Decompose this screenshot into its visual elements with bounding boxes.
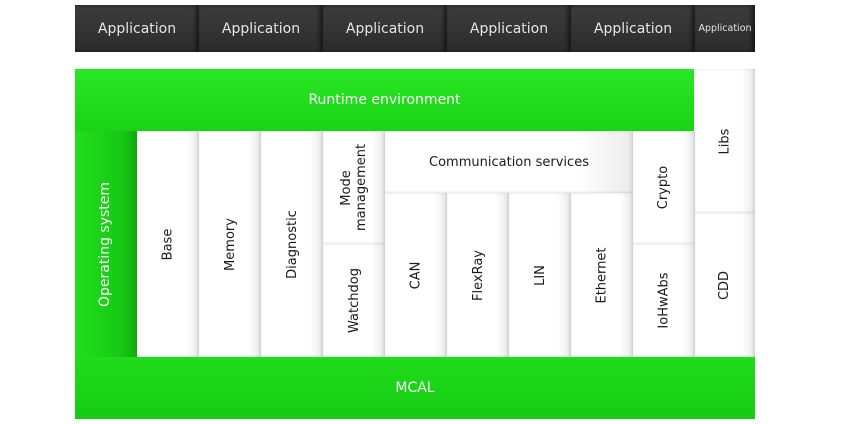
application-block-2: Application xyxy=(199,5,323,52)
base-module: Base xyxy=(137,131,199,357)
base-label: Base xyxy=(160,228,176,260)
mcal-label: MCAL xyxy=(395,380,435,396)
application-block-3: Application xyxy=(323,5,447,52)
application-block-6: Application xyxy=(695,5,755,52)
iohwabs-module: IoHwAbs xyxy=(633,244,695,357)
communication-services-label: Communication services xyxy=(429,154,589,170)
flexray-label: FlexRay xyxy=(470,249,486,301)
watchdog-label: Watchdog xyxy=(346,268,362,333)
lin-label: LIN xyxy=(532,264,548,286)
application-label: Application xyxy=(221,20,301,37)
application-label: Application xyxy=(345,20,425,37)
runtime-environment-label: Runtime environment xyxy=(308,92,461,108)
lin-module: LIN xyxy=(509,193,571,357)
application-block-4: Application xyxy=(447,5,571,52)
application-label: Application xyxy=(698,23,752,34)
can-label: CAN xyxy=(408,261,424,289)
application-label: Application xyxy=(593,20,673,37)
runtime-environment-layer: Runtime environment xyxy=(75,69,694,131)
libs-module: Libs xyxy=(695,69,755,213)
watchdog-module: Watchdog xyxy=(323,244,385,357)
memory-label: Memory xyxy=(222,217,238,271)
ethernet-label: Ethernet xyxy=(594,247,610,303)
crypto-module: Crypto xyxy=(633,131,695,244)
mcal-layer: MCAL xyxy=(75,357,755,419)
mode-management-label: Mode management xyxy=(339,143,369,231)
mode-management-module: Mode management xyxy=(323,131,385,244)
flexray-module: FlexRay xyxy=(447,193,509,357)
diagnostic-label: Diagnostic xyxy=(284,209,300,279)
libs-label: Libs xyxy=(717,128,733,154)
communication-services-module: Communication services xyxy=(385,131,633,193)
ethernet-module: Ethernet xyxy=(571,193,633,357)
crypto-label: Crypto xyxy=(656,165,672,210)
iohwabs-label: IoHwAbs xyxy=(656,272,672,329)
application-label: Application xyxy=(97,20,177,37)
cdd-module: CDD xyxy=(695,213,755,357)
application-block-5: Application xyxy=(571,5,695,52)
diagnostic-module: Diagnostic xyxy=(261,131,323,357)
operating-system-layer: Operating system xyxy=(75,131,137,357)
cdd-label: CDD xyxy=(717,270,733,300)
operating-system-label: Operating system xyxy=(97,181,114,307)
application-label: Application xyxy=(469,20,549,37)
memory-module: Memory xyxy=(199,131,261,357)
application-block-1: Application xyxy=(75,5,199,52)
can-module: CAN xyxy=(385,193,447,357)
